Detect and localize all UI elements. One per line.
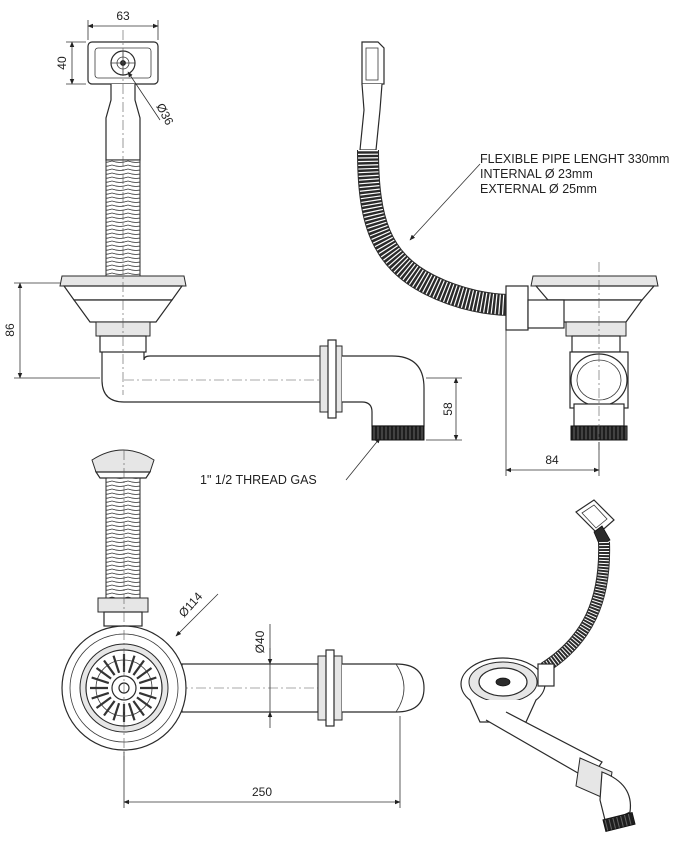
- dim-outlet-offset: 84: [505, 330, 600, 476]
- strainer-slot: [112, 702, 121, 721]
- strainer-slot: [103, 659, 116, 676]
- dim-outlet-drop: 58: [426, 377, 462, 441]
- dim-trap-height: 40: [55, 41, 86, 85]
- dim-pipe-diameter: Ø40: [253, 624, 273, 728]
- dim-label-84: 84: [545, 453, 559, 467]
- strainer-slot: [136, 667, 153, 680]
- dim-trap-width: 63: [87, 9, 159, 40]
- flex-pipe-internal: INTERNAL Ø 23mm: [480, 167, 593, 181]
- flex-pipe-length: FLEXIBLE PIPE LENGHT 330mm: [480, 152, 669, 166]
- dim-label-36: Ø36: [153, 101, 176, 128]
- sink-flange: [59, 275, 187, 323]
- strainer-slot: [136, 696, 153, 709]
- dim-label-114: Ø114: [176, 589, 206, 620]
- thread-callout: 1" 1/2 THREAD GAS: [200, 437, 381, 487]
- strainer-slot: [95, 667, 112, 680]
- strainer-slot: [127, 655, 136, 674]
- dim-label-40-diameter: Ø40: [253, 630, 267, 653]
- dim-label-63: 63: [116, 9, 130, 23]
- strainer-slot: [112, 655, 121, 674]
- strainer-slots: [90, 654, 158, 722]
- dim-basket-diameter: Ø114: [175, 589, 219, 637]
- strainer-slot: [103, 700, 116, 717]
- dim-label-250: 250: [252, 785, 272, 799]
- dim-overall-length: 250: [123, 716, 401, 808]
- strainer-slot: [95, 696, 112, 709]
- dim-label-86: 86: [3, 323, 17, 337]
- front-elevation-view: 63 40 Ø36 86 58 1": [3, 9, 462, 487]
- plan-view: Ø114 Ø40 250: [61, 449, 425, 808]
- flex-pipe-external: EXTERNAL Ø 25mm: [480, 182, 597, 196]
- strainer-slot: [127, 702, 136, 721]
- strainer-slot: [132, 700, 145, 717]
- strainer-slot: [91, 676, 110, 685]
- thread-label: 1" 1/2 THREAD GAS: [200, 473, 317, 487]
- dim-label-40: 40: [55, 56, 69, 70]
- dim-basket-height: 86: [3, 282, 100, 379]
- thread-end: [371, 425, 425, 441]
- strainer-slot: [138, 676, 157, 685]
- strainer-slot: [91, 691, 110, 700]
- strainer-slot: [132, 659, 145, 676]
- strainer-slot: [138, 691, 157, 700]
- isometric-view: [460, 499, 636, 833]
- side-elevation-view: 84 FLEXIBLE PIPE LENGHT 330mm INTERNAL Ø…: [357, 41, 669, 476]
- dim-label-58: 58: [441, 402, 455, 416]
- flex-pipe-callout: FLEXIBLE PIPE LENGHT 330mm INTERNAL Ø 23…: [409, 152, 669, 241]
